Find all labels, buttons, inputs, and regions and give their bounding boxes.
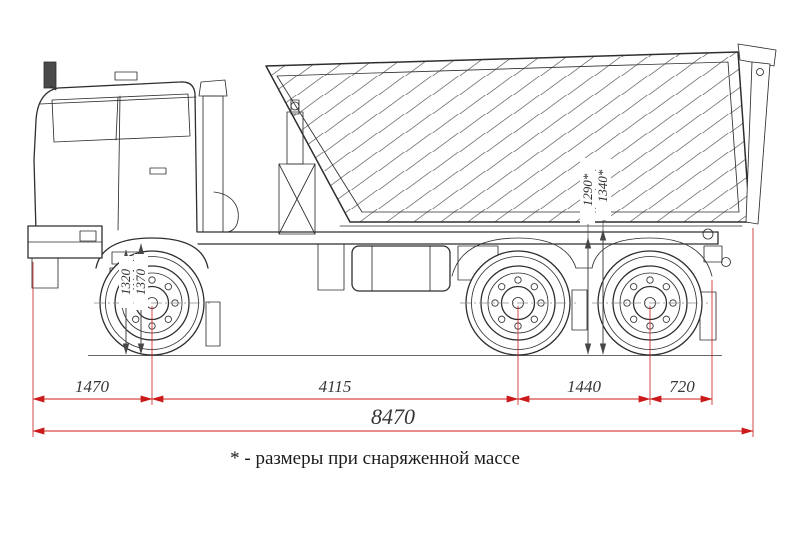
rear-bracket	[703, 245, 723, 263]
headlight	[79, 230, 97, 242]
roof-marker	[114, 71, 138, 81]
air-intake-stack	[198, 79, 228, 233]
mirror-arm	[49, 85, 57, 91]
hydraulic-hose	[213, 191, 239, 233]
dim-label-front-height-right: 1370	[133, 269, 148, 296]
dim-label-front-overhang: 1470	[75, 377, 110, 396]
tailgate-hinge	[756, 68, 764, 76]
dim-label-wheelbase: 4115	[319, 377, 352, 396]
dim-label-rear-height-right: 1340*	[595, 169, 610, 202]
chassis-frame	[197, 225, 743, 267]
fuel-tank	[351, 245, 451, 292]
cab-windows	[51, 93, 191, 143]
mudflap-middle	[571, 289, 588, 331]
tipper-pivot	[702, 228, 714, 240]
tailgate-top-beam	[737, 43, 777, 67]
dim-label-front-height-left: 1320	[118, 269, 133, 296]
dim-label-rear-height-left: 1290*	[580, 173, 595, 206]
vertical-dimensions: 1320 1370 1290* 1340*	[118, 152, 611, 355]
cab	[27, 61, 209, 289]
horizontal-dimensions: 1470 4115 1440 720 8470	[32, 228, 754, 437]
truck-drawing	[27, 43, 777, 356]
dim-label-rear-bogie: 1440	[567, 377, 602, 396]
front-wheel-arch	[95, 237, 209, 269]
note-text: * - размеры при снаряженной массе	[230, 448, 520, 469]
rear-fenders	[451, 237, 713, 277]
mirror	[43, 61, 57, 89]
tailgate	[745, 61, 771, 225]
tow-hook-rear	[721, 257, 731, 267]
mudflap-front	[205, 301, 221, 347]
toolbox	[317, 243, 345, 291]
dim-label-rear-overhang: 720	[669, 377, 695, 396]
door-line	[117, 95, 121, 231]
tow-box	[31, 257, 59, 289]
dim-label-total-length: 8470	[371, 404, 415, 429]
door-handle	[149, 167, 167, 175]
dump-bed	[265, 43, 777, 225]
